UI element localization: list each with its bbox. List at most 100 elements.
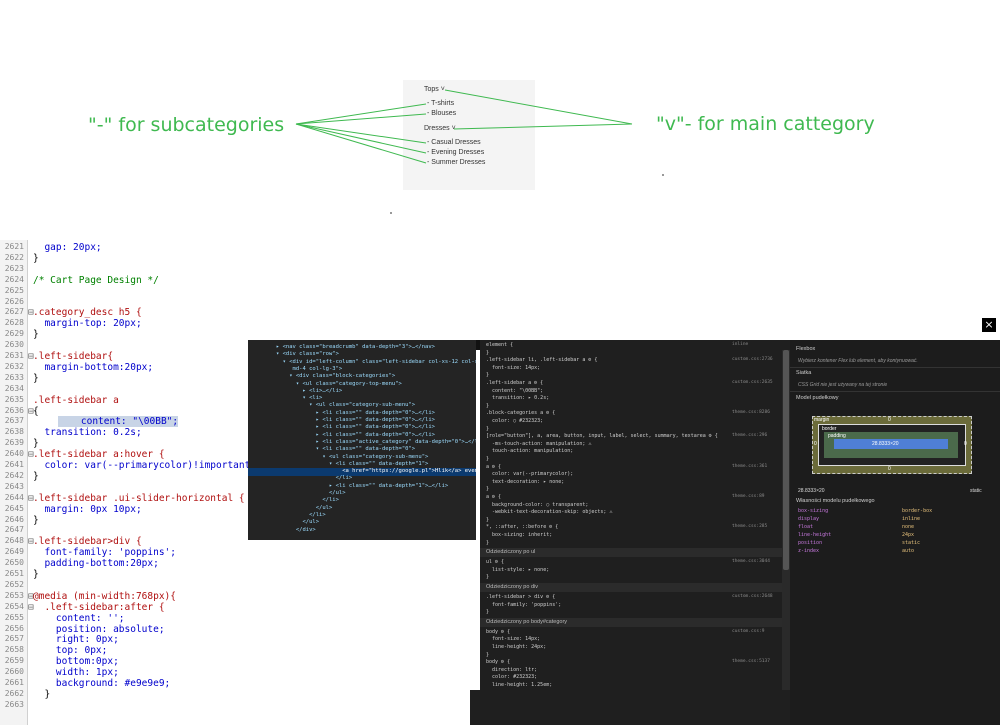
style-source-link[interactable]: custom.css:2635: [732, 380, 773, 385]
dom-node[interactable]: ▾ <li class="" data-depth="1">: [276, 460, 429, 467]
dom-node[interactable]: ▸ <li class="active_category" data-depth…: [276, 438, 476, 445]
dom-node[interactable]: ▸ <li class="" data-depth="0">…</li>: [276, 417, 435, 423]
code-line[interactable]: transition: 0.2s;: [33, 427, 142, 439]
style-rule-line[interactable]: background-color: ◯ transparent;: [486, 501, 589, 508]
styles-scrollbar[interactable]: [782, 350, 790, 690]
dom-node[interactable]: ▾ <ul class="category-sub-menu">: [276, 453, 429, 460]
style-rule-line[interactable]: a ⚙ {: [486, 463, 502, 470]
style-rule-line[interactable]: element {: [486, 342, 514, 348]
code-line[interactable]: }: [33, 470, 39, 482]
code-line[interactable]: }: [33, 252, 39, 264]
dom-node[interactable]: ▾ <ul class="category-sub-menu">: [276, 402, 416, 409]
style-source-link[interactable]: inline: [732, 342, 749, 347]
code-line[interactable]: .left-sidebar:after {: [33, 601, 165, 613]
style-rule-line[interactable]: line-height: 24px;: [486, 644, 547, 650]
fold-toggle[interactable]: ⊟: [28, 536, 34, 548]
code-line[interactable]: position: absolute;: [33, 623, 165, 635]
code-line[interactable]: }: [33, 688, 51, 700]
dom-node[interactable]: </li>: [276, 497, 339, 504]
code-line[interactable]: content: "\00BB";: [58, 416, 179, 428]
style-rule-line[interactable]: }: [486, 456, 490, 462]
code-line[interactable]: background: #e9e9e9;: [33, 678, 171, 689]
flexbox-header[interactable]: Flexbox: [796, 346, 816, 352]
style-rule-line[interactable]: ul ⚙ {: [486, 559, 505, 566]
code-line[interactable]: }: [33, 514, 39, 526]
dom-node[interactable]: ▸ <li class="" data-depth="0">…</li>: [276, 424, 435, 431]
style-rule-line[interactable]: touch-action: manipulation;: [486, 448, 574, 455]
menu-main-category[interactable]: Tops ˅: [424, 86, 445, 93]
dom-node[interactable]: ▸ <li class="" data-depth="1">…</li>: [276, 482, 449, 489]
dom-node[interactable]: ▾ <div id="left-column" class="left-side…: [282, 358, 476, 365]
code-line[interactable]: .category_desc h5 {: [33, 307, 142, 319]
style-rule-line[interactable]: a ⚙ {: [486, 494, 502, 500]
code-line[interactable]: }: [33, 372, 39, 384]
dom-node[interactable]: </ul>: [276, 504, 333, 511]
code-line[interactable]: padding-bottom:20px;: [33, 558, 159, 570]
dom-node[interactable]: <a href="https://google.pl">Hlik</a> eve…: [276, 468, 476, 475]
code-line[interactable]: bottom:0px;: [33, 656, 119, 668]
menu-main-category[interactable]: Dresses ˅: [424, 125, 456, 132]
style-source-link[interactable]: theme.css:89: [732, 494, 765, 499]
code-line[interactable]: }: [33, 438, 39, 450]
code-line[interactable]: /* Cart Page Design */: [33, 274, 159, 286]
dom-node[interactable]: </ul>: [276, 519, 320, 526]
styles-panel[interactable]: element { inline} .left-sidebar li, .left-…: [480, 340, 790, 690]
style-rule-line[interactable]: text-decoration: ▸ none;: [486, 478, 565, 485]
code-line[interactable]: @media (min-width:768px){: [33, 590, 176, 602]
dom-node[interactable]: </li>: [276, 475, 353, 482]
dom-node[interactable]: ▸ <nav class="breadcrumb" data-depth="3"…: [276, 344, 435, 350]
menu-subcategory[interactable]: - Blouses: [427, 110, 457, 117]
dom-node[interactable]: ▾ <ul class="category-top-menu">: [276, 380, 402, 387]
code-line[interactable]: {: [33, 405, 39, 417]
fold-toggle[interactable]: ⊟: [28, 307, 34, 319]
code-line[interactable]: margin: 0px 10px;: [33, 503, 142, 515]
style-rule-line[interactable]: }: [486, 372, 490, 379]
style-rule-line[interactable]: }: [486, 516, 490, 523]
style-rule-line[interactable]: line-height: 1.25em;: [486, 682, 553, 688]
menu-subcategory[interactable]: - Summer Dresses: [427, 159, 486, 166]
code-line[interactable]: }: [33, 329, 39, 341]
code-line[interactable]: top: 0px;: [33, 645, 108, 657]
scrollbar-thumb[interactable]: [783, 350, 789, 570]
style-rule-line[interactable]: list-style: ▸ none;: [486, 566, 550, 573]
style-rule-line[interactable]: }: [486, 651, 490, 658]
style-rule-line[interactable]: font-size: 14px;: [486, 636, 541, 643]
style-rule-line[interactable]: .left-sidebar a ⚙ {: [486, 380, 544, 386]
style-rule-line[interactable]: color: ◯ #232323;: [486, 418, 544, 424]
style-rule-line[interactable]: transition: ▸ 0.2s;: [486, 395, 550, 402]
dom-node[interactable]: </ul>: [276, 490, 346, 496]
style-rule-line[interactable]: body ⚙ {: [486, 628, 511, 635]
style-source-link[interactable]: theme.css:8286: [732, 410, 770, 416]
style-rule-line[interactable]: content: "\00BB";: [486, 387, 544, 394]
code-line[interactable]: }: [33, 569, 39, 580]
style-rule-line[interactable]: }: [486, 486, 490, 493]
code-line[interactable]: .left-sidebar a:hover {: [33, 449, 165, 461]
code-line[interactable]: margin-top: 20px;: [33, 318, 142, 330]
fold-toggle[interactable]: ⊟: [28, 492, 34, 504]
style-rule-line[interactable]: }: [486, 574, 490, 581]
dom-node[interactable]: </li>: [276, 511, 326, 518]
style-source-link[interactable]: theme.css:296: [732, 433, 768, 439]
style-rule-line[interactable]: font-size: 14px;: [486, 364, 541, 371]
code-line[interactable]: right: 0px;: [33, 634, 119, 646]
code-line[interactable]: margin-bottom:20px;: [33, 361, 154, 373]
style-source-link[interactable]: theme.css:3044: [732, 559, 770, 565]
style-source-link[interactable]: theme.css:5137: [732, 659, 770, 665]
fold-toggle[interactable]: ⊟: [28, 590, 34, 602]
style-rule-line[interactable]: direction: ltr;: [486, 666, 538, 673]
menu-subcategory[interactable]: - Evening Dresses: [427, 149, 485, 156]
style-rule-line[interactable]: }: [486, 402, 490, 409]
menu-subcategory[interactable]: - Casual Dresses: [427, 139, 481, 146]
style-source-link[interactable]: custom.css:2736: [732, 357, 773, 363]
style-rule-line[interactable]: -ms-touch-action: manipulation; ⚠: [486, 440, 592, 447]
style-rule-line[interactable]: color: var(--primarycolor);: [486, 471, 574, 478]
style-rule-line[interactable]: .left-sidebar li, .left-sidebar a ⚙ {: [486, 357, 598, 364]
style-source-link[interactable]: theme.css:361: [732, 463, 768, 469]
code-line[interactable]: font-family: 'poppins';: [33, 547, 176, 559]
dom-node[interactable]: ▾ <li>: [276, 395, 323, 402]
code-line[interactable]: gap: 20px;: [33, 242, 102, 253]
style-rule-line[interactable]: body ⚙ {: [486, 659, 511, 666]
style-rule-line[interactable]: .block-categories a ⚙ {: [486, 410, 556, 417]
fold-toggle[interactable]: ⊟: [28, 449, 34, 461]
